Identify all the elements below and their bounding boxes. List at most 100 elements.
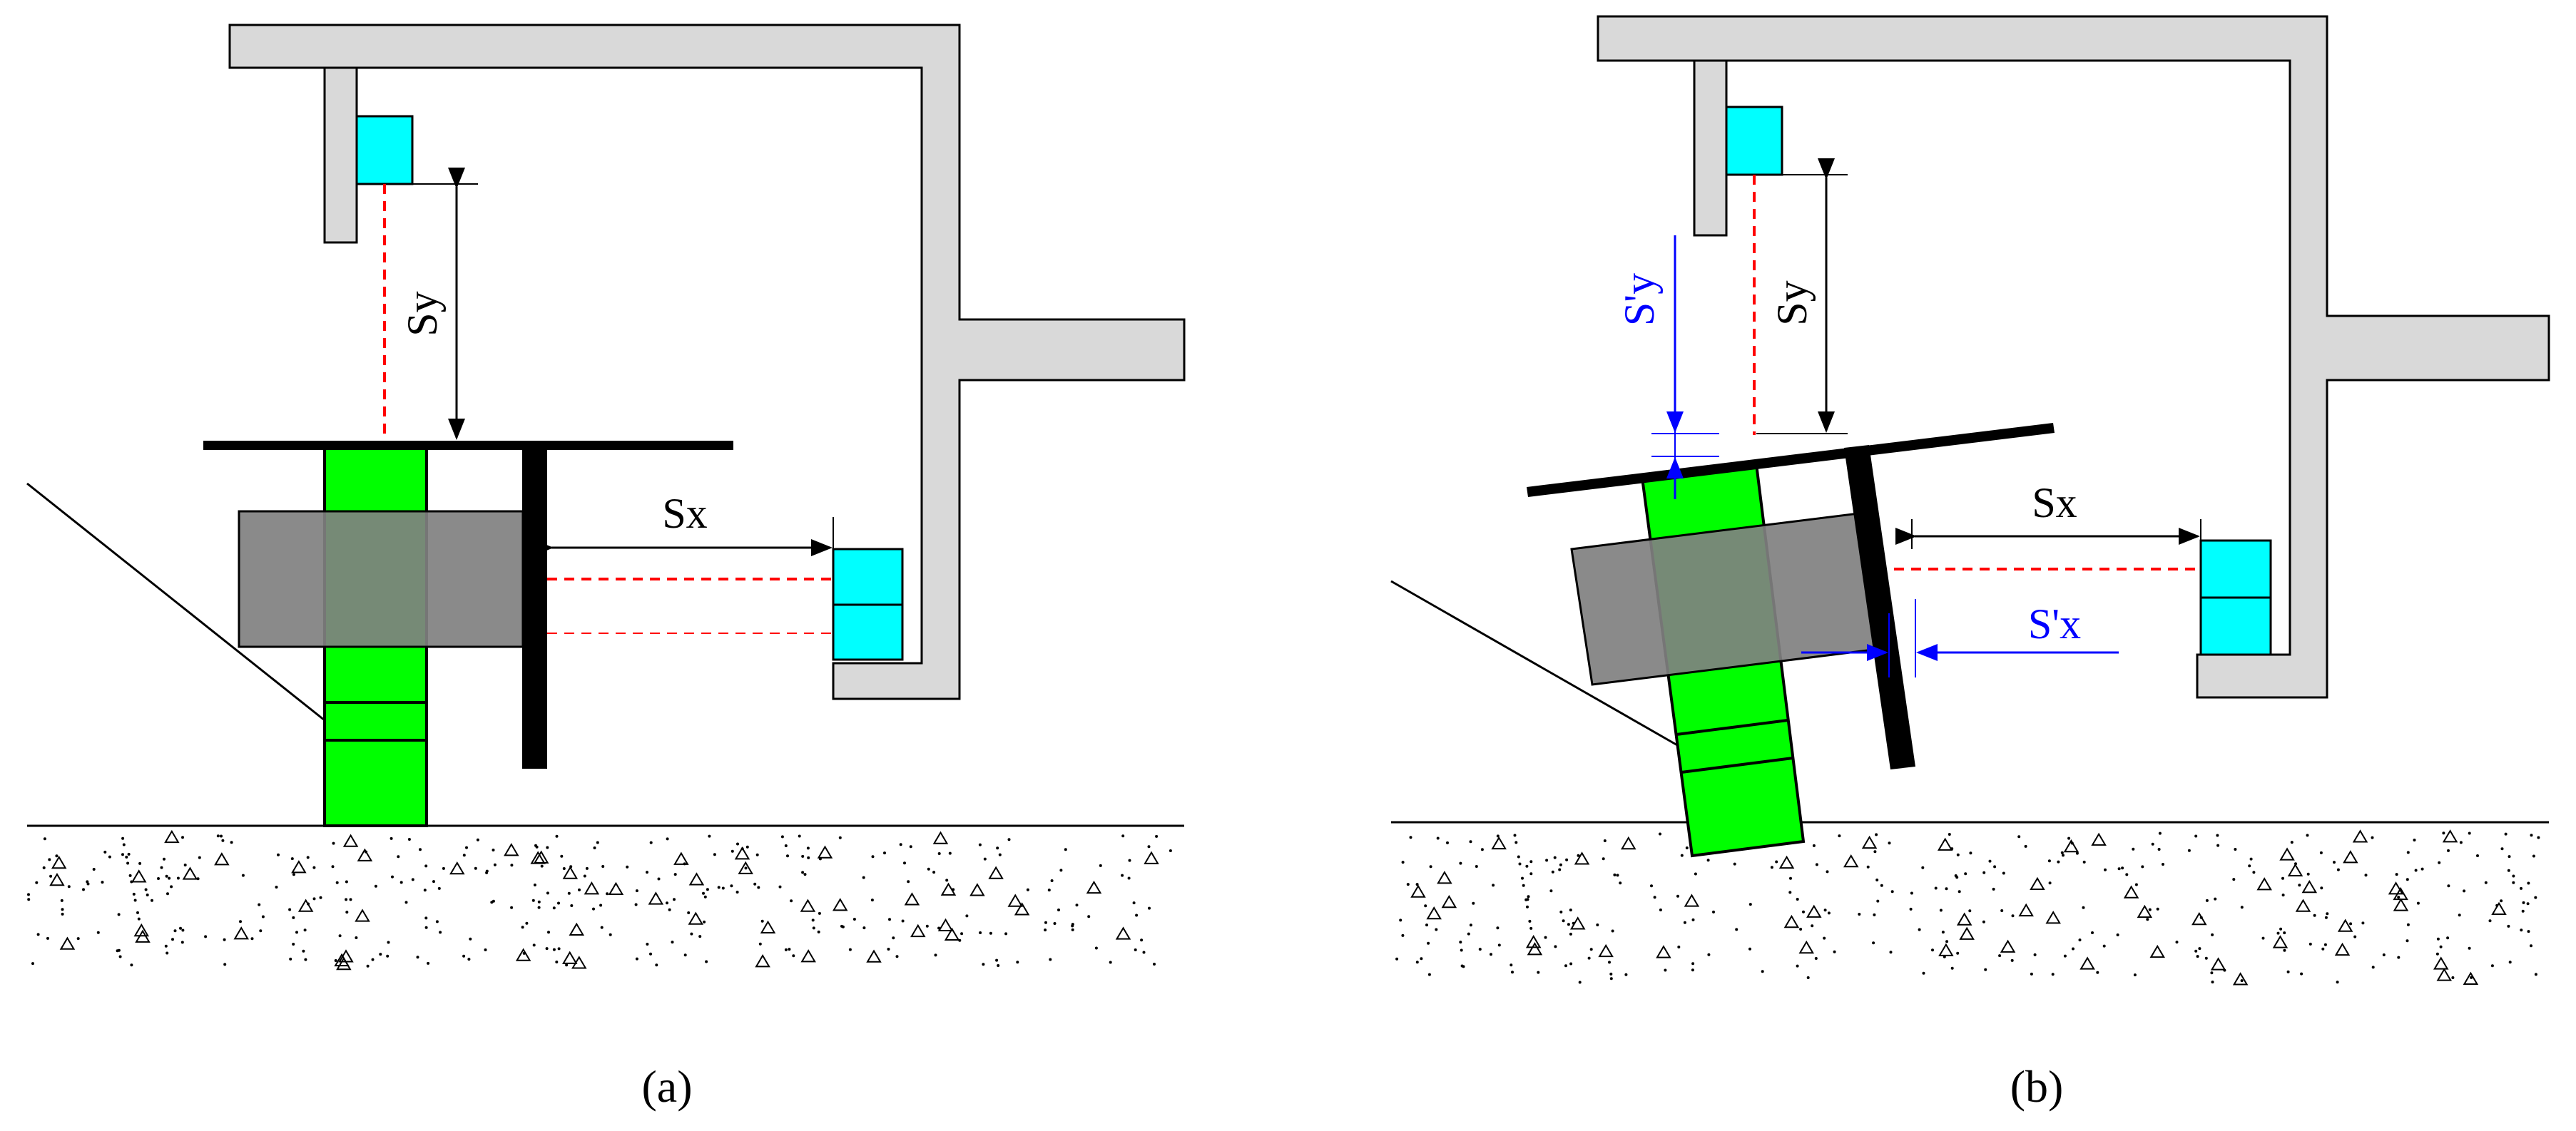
soil-dot [1619,881,1622,885]
soil-dot [258,903,261,906]
soil-dot [2033,953,2037,956]
soil-dot [2319,851,2323,854]
soil-dot [241,874,245,877]
gravel-stone [1569,916,1586,930]
soil-dot [160,866,163,869]
gravel-stone [214,852,230,866]
gravel-stone [2295,899,2311,912]
soil-dot [335,881,339,884]
soil-dot [1833,950,1836,953]
panel-b: Sy Sx S'y S'x (b) [1390,15,2550,1112]
soil-dot [1094,946,1098,950]
soil-dot [997,964,1000,967]
soil-dot [2249,857,2253,861]
soil-dot [176,876,180,880]
soil-dot [1968,909,1972,913]
soil-dot [2406,939,2409,943]
soil-dot [2507,924,2510,928]
side-plate [522,450,547,769]
soil-dot [1064,848,1067,851]
soil-dot [1707,953,1711,956]
soil-dot [757,886,760,889]
caption-a: (a) [641,1061,692,1112]
caption-b: (b) [2010,1061,2064,1112]
soil-dot [390,836,393,840]
soil-dot [399,881,403,884]
soil-dot [171,938,174,941]
gravel-stone [133,923,150,937]
soil-dot [173,929,177,933]
gravel-stone [1861,835,1878,849]
soil-dot [2463,889,2466,893]
soil-dot [1922,971,1925,975]
soil-dot [2320,886,2323,890]
soil-dot [2537,836,2540,839]
soil-dot [180,941,184,944]
soil-dot [565,963,569,967]
gravel-stone [51,855,67,869]
soil-dot [2298,884,2301,887]
soil-dot [888,918,891,921]
soil-dot [646,871,648,874]
soil-dot [1132,901,1136,905]
soil-dot [198,856,201,859]
gravel-stone [2045,911,2061,924]
soil-dot [1910,891,1913,895]
soil-dot [2075,851,2079,855]
gravel-stone [1574,851,1590,865]
soil-dot [1401,861,1405,864]
soil-dot [2442,831,2445,835]
soil-dot [2132,847,2135,851]
soil-dot [2534,973,2537,976]
gravel-stone [1798,940,1814,954]
soil-dot [788,948,791,951]
soil-dot [2406,851,2410,854]
gravel-stone [817,845,833,859]
soil-dot [1565,858,1569,861]
soil-dot [467,958,471,961]
soil-dot [2096,971,2099,974]
gravel-stone [59,936,76,950]
soil-dot [289,957,292,961]
gravel-stone [182,866,198,880]
gravel-stone [1437,871,1452,884]
soil-dot [2306,834,2309,837]
panel-a: Sy Sx (a) [26,24,1186,1112]
soil-dot [510,864,514,867]
soil-dot [1047,889,1051,892]
soil-dot [2279,927,2283,931]
soil-dot [1954,874,1958,877]
soil-dot [2439,945,2443,948]
soil-dot [1514,841,1518,844]
soil-dot [2198,947,2201,951]
soil-dot [698,935,702,938]
soil-dot [1427,941,1430,945]
soil-dot [1401,933,1405,937]
soil-dot [132,892,136,896]
soil-dot [1653,896,1656,899]
gravel-stone [2301,879,2318,894]
soil-dot [1602,857,1605,861]
soil-dot [1806,976,1810,979]
gravel-stone [910,923,926,938]
soil-dot [2313,914,2316,917]
soil-dot [1733,862,1736,866]
soil-dot [2082,906,2085,909]
soil-dot [1889,951,1893,954]
soil-dot [230,841,233,844]
gravel-stone [673,851,689,865]
soil-dot [706,888,709,891]
soil-dot [989,931,992,935]
soil-dot [2382,953,2386,956]
gravel-stone [449,861,465,875]
soil-dot [666,837,669,841]
soil-dot [43,837,46,841]
soil-dot [128,874,132,877]
gravel-stone [738,861,753,874]
soil-dot [1436,836,1440,840]
soil-dot [295,931,298,934]
soil-dot [2532,854,2535,858]
gravel-stone [504,843,519,856]
soil-dot [1799,928,1803,931]
